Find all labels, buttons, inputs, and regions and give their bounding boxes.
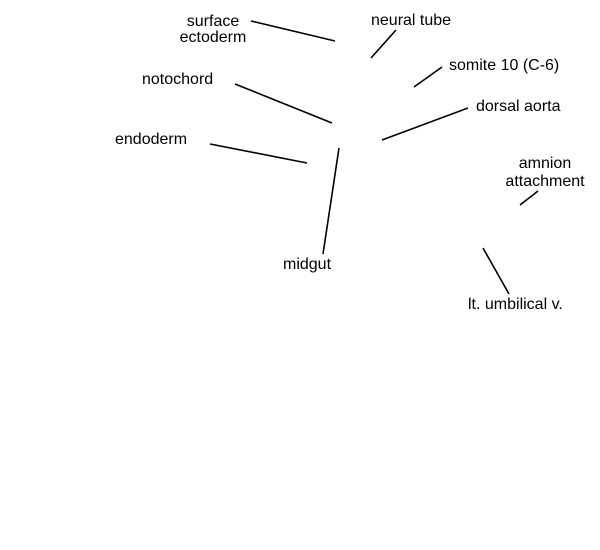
label-dorsal-aorta: dorsal aorta — [476, 98, 561, 115]
label-group-amnion-attachment: amnion attachment — [505, 155, 585, 206]
label-group-midgut: midgut — [283, 147, 340, 273]
leader-line-neural-tube — [370, 29, 397, 59]
label-group-notochord: notochord — [142, 71, 333, 124]
leader-line-surface-ectoderm — [250, 20, 336, 42]
label-neural-tube: neural tube — [371, 12, 451, 29]
label-amnion: amnion — [519, 155, 571, 172]
leader-line-umbilical-vein — [482, 247, 510, 295]
label-group-neural-tube: neural tube — [370, 12, 451, 59]
leader-line-midgut — [322, 147, 340, 255]
leader-line-amnion-attachment — [519, 190, 539, 206]
leader-line-somite — [413, 66, 443, 88]
label-somite: somite 10 (C-6) — [449, 57, 559, 74]
label-surface: surface — [187, 13, 240, 30]
label-notochord: notochord — [142, 71, 213, 88]
label-umbilical-vein: lt. umbilical v. — [468, 296, 563, 313]
leader-line-notochord — [234, 83, 333, 124]
leader-line-dorsal-aorta — [381, 107, 469, 141]
label-endoderm: endoderm — [115, 131, 187, 148]
label-group-dorsal-aorta: dorsal aorta — [381, 98, 561, 141]
label-ectoderm: ectoderm — [180, 29, 247, 46]
label-midgut: midgut — [283, 256, 332, 273]
label-group-somite: somite 10 (C-6) — [413, 57, 559, 88]
label-group-endoderm: endoderm — [115, 131, 308, 164]
label-attachment: attachment — [505, 173, 585, 190]
label-group-surface-ectoderm: surface ectoderm — [180, 13, 336, 46]
label-group-umbilical-vein: lt. umbilical v. — [468, 247, 563, 313]
leader-line-endoderm — [209, 143, 308, 164]
